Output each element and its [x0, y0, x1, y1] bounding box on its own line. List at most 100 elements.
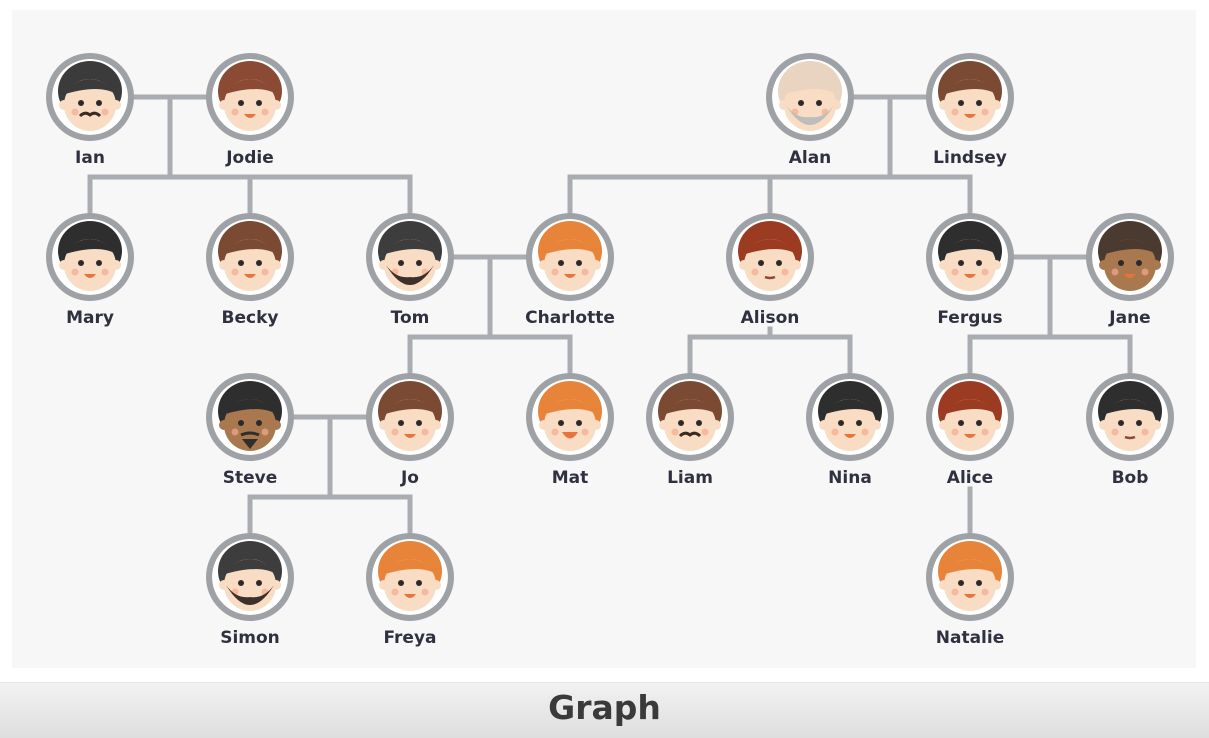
avatar-simon: [212, 539, 288, 615]
person-node-tom: Tom: [366, 213, 454, 328]
person-node-fergus: Fergus: [926, 213, 1014, 328]
mouth: [404, 434, 416, 438]
eye: [416, 260, 422, 266]
ear: [1151, 260, 1161, 270]
ear: [939, 260, 949, 270]
eye: [958, 260, 964, 266]
avatar-jodie: [212, 59, 288, 135]
eye: [1118, 260, 1124, 266]
mouth: [84, 274, 96, 278]
cheek: [261, 428, 269, 436]
eye: [238, 260, 244, 266]
face: [544, 399, 596, 451]
cheek: [781, 268, 789, 276]
avatar-fergus: [932, 219, 1008, 295]
ear: [271, 420, 281, 430]
cheek: [231, 268, 239, 276]
cheek: [391, 588, 399, 596]
cheek: [71, 268, 79, 276]
person-name-label: Lindsey: [933, 148, 1007, 168]
ear: [711, 420, 721, 430]
mouth: [1124, 435, 1136, 440]
person-node-jo: Jo: [366, 373, 454, 488]
mouth: [1124, 274, 1136, 278]
hair-fringe: [382, 399, 438, 415]
ear: [219, 100, 229, 110]
hair-fringe: [782, 79, 838, 95]
eye: [758, 260, 764, 266]
cheek: [751, 268, 759, 276]
ear: [431, 420, 441, 430]
cheek: [231, 108, 239, 116]
eye: [256, 260, 262, 266]
ear: [791, 260, 801, 270]
cheek: [71, 108, 79, 116]
beard: [386, 265, 434, 285]
cheek: [951, 588, 959, 596]
face: [1104, 399, 1156, 451]
edges-layer: [87, 94, 1133, 536]
hair-fringe: [222, 399, 278, 415]
cheek: [951, 428, 959, 436]
person-node-jane: Jane: [1086, 213, 1174, 328]
avatar-alan: [772, 59, 848, 135]
person-node-freya: Freya: [366, 533, 454, 648]
ear: [271, 580, 281, 590]
face: [944, 399, 996, 451]
cheek: [951, 108, 959, 116]
hair-fringe: [942, 79, 998, 95]
eye: [256, 580, 262, 586]
mouth: [244, 274, 256, 278]
hair-fringe: [222, 79, 278, 95]
cheek: [261, 108, 269, 116]
person-node-ian: Ian: [46, 53, 134, 168]
cheek: [981, 588, 989, 596]
eye: [958, 100, 964, 106]
mouth: [964, 114, 976, 118]
face: [384, 399, 436, 451]
hair-fringe: [542, 399, 598, 415]
eye: [958, 420, 964, 426]
eye: [398, 580, 404, 586]
avatar-nina: [812, 379, 888, 455]
person-node-bob: Bob: [1086, 373, 1174, 488]
eye: [798, 100, 804, 106]
eye: [1118, 420, 1124, 426]
person-name-label: Nina: [828, 468, 872, 488]
ear: [1099, 260, 1109, 270]
cheek: [391, 428, 399, 436]
avatar-ian: [52, 59, 128, 135]
cheek: [1111, 428, 1119, 436]
hair-fringe: [942, 399, 998, 415]
mouth: [562, 432, 578, 439]
face: [224, 239, 276, 291]
eye: [696, 420, 702, 426]
cheek: [951, 268, 959, 276]
ear: [271, 100, 281, 110]
ear: [831, 100, 841, 110]
face: [944, 79, 996, 131]
person-node-liam: Liam: [646, 373, 734, 488]
ear: [991, 260, 1001, 270]
avatar-tom: [372, 219, 448, 295]
eye: [1136, 420, 1142, 426]
ear: [539, 260, 549, 270]
hair-fringe: [382, 559, 438, 575]
person-node-nina: Nina: [806, 373, 894, 488]
hair-fringe: [62, 239, 118, 255]
cheek: [1141, 428, 1149, 436]
hair-fringe: [742, 239, 798, 255]
person-name-label: Simon: [220, 628, 280, 648]
ear: [591, 420, 601, 430]
mouth: [564, 274, 576, 278]
cheek: [581, 268, 589, 276]
person-node-mary: Mary: [46, 213, 134, 328]
face: [224, 399, 276, 451]
beard: [226, 585, 274, 605]
avatar-mary: [52, 219, 128, 295]
avatar-jo: [372, 379, 448, 455]
person-node-alan: Alan: [766, 53, 854, 168]
mustache: [678, 431, 702, 438]
